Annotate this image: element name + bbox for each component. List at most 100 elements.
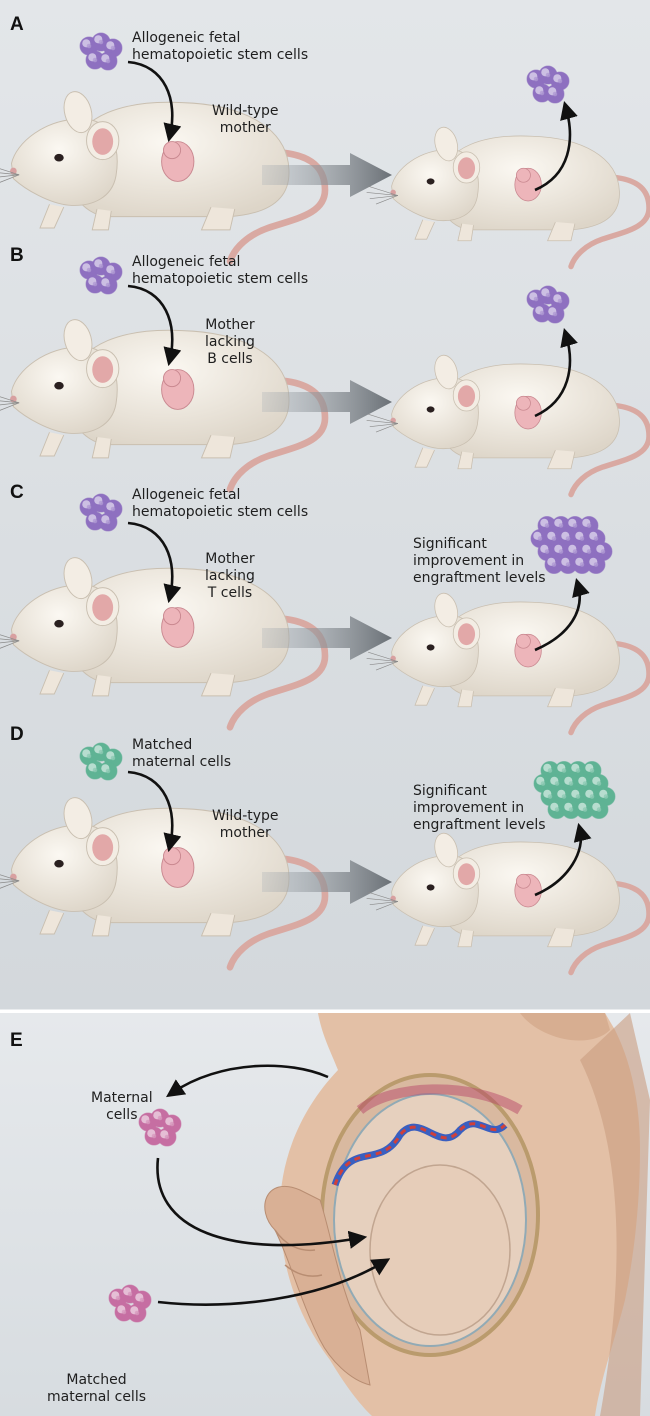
cell-nucleus [547, 794, 553, 799]
mouse-tail [568, 174, 650, 270]
cell-nucleus [86, 267, 92, 273]
cells-label-d: Matched maternal cells [132, 737, 232, 770]
mouse-eye [54, 381, 64, 390]
cell-nucleus [586, 523, 592, 528]
cells-label-a: Allogeneic fetal hematopoietic stem cell… [132, 30, 309, 63]
engrafted-cell-cluster [533, 761, 616, 819]
cell-nucleus [557, 298, 563, 304]
fetus-head [163, 369, 182, 388]
injection-arrow [127, 770, 182, 853]
fetus-head [163, 141, 182, 160]
cell-nucleus [600, 549, 606, 554]
cell-nucleus [105, 58, 111, 64]
cell-nucleus [554, 781, 560, 786]
arrow-cells-to-fetus [156, 1157, 368, 1249]
injected-cell-cluster [79, 742, 123, 781]
fetus-head [163, 607, 182, 626]
cell-nucleus [558, 523, 564, 528]
woman-hand [264, 1185, 371, 1386]
woman-shading [580, 1013, 650, 1416]
breast [520, 1013, 610, 1041]
injected-cell-cluster [79, 256, 123, 295]
mouse-eye [426, 178, 435, 185]
mouse-whiskers [366, 891, 398, 911]
mouse-front-leg-2 [457, 689, 474, 708]
cell-nucleus [551, 562, 557, 567]
panel-c [0, 493, 650, 736]
mouse-tail [226, 148, 329, 265]
mouse-ear-back [63, 797, 93, 840]
mouse-ear-inner [457, 623, 476, 646]
cell-nucleus [572, 549, 578, 554]
panel-label-a: A [10, 14, 24, 35]
cell-nucleus [86, 504, 92, 510]
cell-nucleus [537, 536, 543, 541]
engraftment-arrow [534, 328, 578, 418]
cell-nucleus [554, 807, 560, 812]
mouse-front-leg-2 [457, 223, 474, 242]
cell-nucleus [572, 523, 578, 528]
mother-label-c: Mother lacking T cells [205, 551, 255, 601]
arrow-mother-to-cells [165, 1064, 329, 1098]
mother-mouse [0, 91, 329, 265]
mother-label-b: Mother lacking B cells [205, 317, 255, 367]
cell-nucleus [92, 57, 98, 63]
cell-nucleus [561, 768, 567, 773]
mouse-front-leg [39, 204, 65, 229]
panel-label-c: C [10, 482, 24, 503]
mouse-whiskers [0, 634, 20, 649]
mouse-hind-leg [200, 206, 236, 231]
mouse-whiskers [366, 185, 398, 205]
mother-label-a: Wild-type mother [212, 103, 279, 136]
mouse-eye [54, 153, 64, 162]
cell-nucleus [544, 523, 550, 528]
cell-nucleus [92, 767, 98, 773]
cell-nucleus [547, 768, 553, 773]
cell-nucleus [98, 749, 104, 755]
mouse-front-leg-2 [457, 451, 474, 470]
mouse-ear-back [63, 91, 93, 134]
mouse-front-leg-2 [91, 674, 112, 697]
fetus-head [516, 395, 531, 411]
engrafted-cell-cluster [530, 516, 613, 574]
maternal-cells-label: Maternal cells [91, 1090, 153, 1123]
arrow-matched-to-fetus [157, 1258, 391, 1306]
mouse-eye [426, 406, 435, 413]
mother-label-d: Wild-type mother [212, 808, 279, 841]
offspring-mouse [366, 592, 650, 736]
transition-arrow [262, 380, 392, 424]
mouse-front-leg [414, 219, 435, 240]
mouse-whiskers [0, 396, 20, 411]
cell-nucleus [164, 1134, 170, 1140]
mouse-hind-leg [547, 687, 576, 708]
mouse-ear-inner [92, 128, 114, 155]
cell-nucleus [593, 562, 599, 567]
panel-label-b: B [10, 245, 24, 266]
cell-nucleus [575, 794, 581, 799]
mouse-front-leg [414, 925, 435, 946]
injection-arrow [127, 60, 182, 143]
cell-nucleus [169, 1121, 175, 1127]
mouse-front-leg [39, 432, 65, 457]
transition-arrow [262, 860, 392, 904]
cell-nucleus [544, 549, 550, 554]
mouse-whiskers [366, 413, 398, 433]
result-label-d: Significant improvement in engraftment l… [413, 783, 546, 833]
mouse-front-leg [39, 670, 65, 695]
cell-nucleus [145, 1119, 151, 1125]
engrafted-cell-cluster [526, 65, 570, 104]
panel-label-e: E [10, 1030, 23, 1051]
cell-nucleus [139, 1297, 145, 1303]
panel-d [0, 742, 650, 976]
cell-nucleus [134, 1310, 140, 1316]
mouse-front-leg [414, 685, 435, 706]
cell-nucleus [127, 1291, 133, 1297]
fetus-head [516, 873, 531, 889]
mouse-front-leg [39, 910, 65, 935]
cell-nucleus [552, 311, 558, 317]
cell-nucleus [575, 768, 581, 773]
mother-mouse [0, 319, 329, 493]
result-label-c: Significant improvement in engraftment l… [413, 536, 546, 586]
